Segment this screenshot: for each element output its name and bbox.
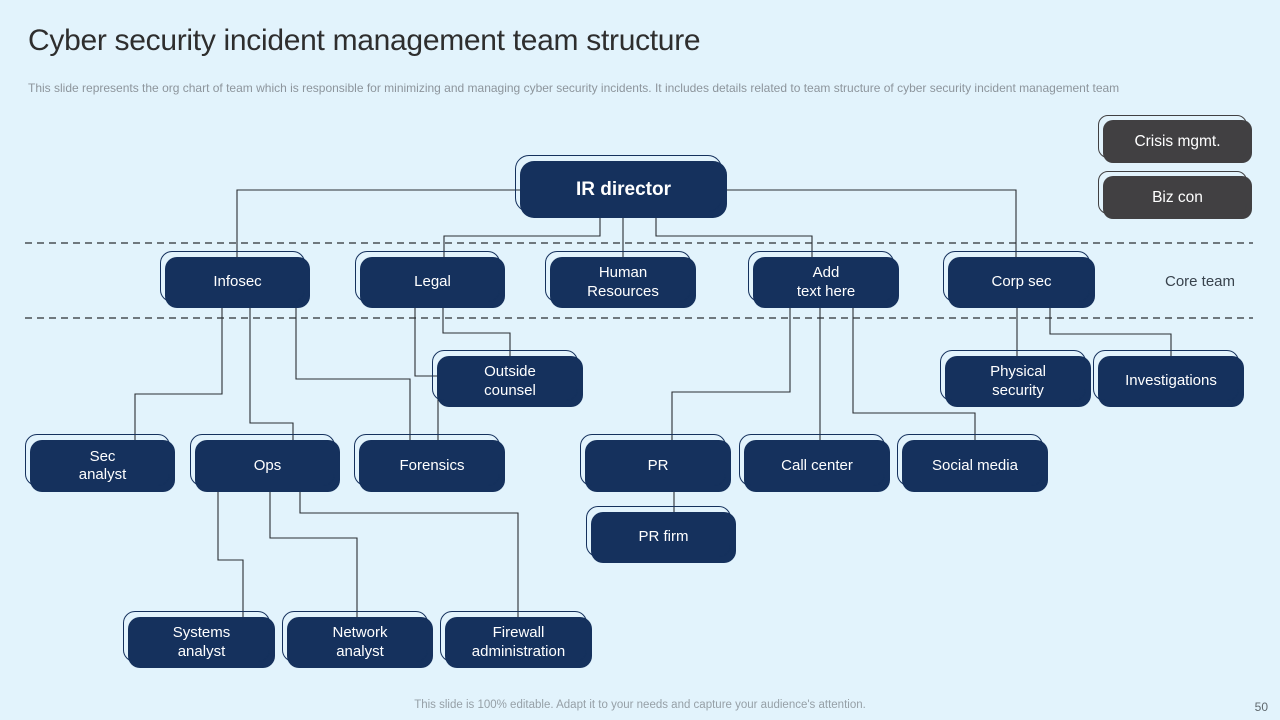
org-node-social-media[interactable]: Social media [897, 434, 1048, 492]
connector-add-text-here-social-media [852, 308, 976, 440]
connector-legal-forensics [414, 308, 439, 440]
connector-ir-director-corp-sec [727, 189, 1017, 257]
page-title: Cyber security incident management team … [28, 24, 701, 57]
connector-ir-director-add-text-here [655, 218, 813, 257]
connector-infosec-sec-analyst [134, 308, 223, 440]
org-node-infosec[interactable]: Infosec [160, 251, 310, 308]
page-number: 50 [1254, 700, 1268, 714]
org-node-network-analyst[interactable]: Network analyst [282, 611, 433, 668]
org-node-outside-counsel[interactable]: Outside counsel [432, 350, 583, 407]
org-node-ir-director[interactable]: IR director [515, 155, 727, 218]
connector-infosec-ops [249, 308, 294, 440]
org-node-call-center[interactable]: Call center [739, 434, 890, 492]
core-team-label: Core team [1164, 273, 1236, 290]
connector-ops-firewall-administration [299, 492, 519, 617]
page-subtitle: This slide represents the org chart of t… [28, 81, 1120, 95]
org-node-legal[interactable]: Legal [355, 251, 505, 308]
connector-legal-outside-counsel [442, 308, 511, 356]
connector-infosec-forensics [295, 308, 411, 440]
org-node-physical-security[interactable]: Physical security [940, 350, 1091, 407]
org-node-forensics[interactable]: Forensics [354, 434, 505, 492]
connector-ir-director-legal [443, 218, 601, 257]
crisis-mgmt-button[interactable]: Crisis mgmt. [1098, 115, 1252, 163]
connector-ops-systems-analyst [217, 492, 244, 617]
org-node-sec-analyst[interactable]: Sec analyst [25, 434, 175, 492]
org-node-investigations[interactable]: Investigations [1093, 350, 1244, 407]
org-node-add-text-here[interactable]: Add text here [748, 251, 899, 308]
org-node-ops[interactable]: Ops [190, 434, 340, 492]
connector-add-text-here-pr [671, 308, 791, 440]
org-node-systems-analyst[interactable]: Systems analyst [123, 611, 275, 668]
org-node-corp-sec[interactable]: Corp sec [943, 251, 1095, 308]
connector-ir-director-infosec [236, 189, 520, 257]
org-node-firewall-administration[interactable]: Firewall administration [440, 611, 592, 668]
org-node-human-resources[interactable]: Human Resources [545, 251, 696, 308]
connector-corp-sec-investigations [1049, 308, 1172, 356]
org-node-pr-firm[interactable]: PR firm [586, 506, 736, 563]
org-node-pr[interactable]: PR [580, 434, 731, 492]
footer-note: This slide is 100% editable. Adapt it to… [414, 699, 866, 711]
connector-ops-network-analyst [269, 492, 358, 617]
biz-con-button[interactable]: Biz con [1098, 171, 1252, 219]
